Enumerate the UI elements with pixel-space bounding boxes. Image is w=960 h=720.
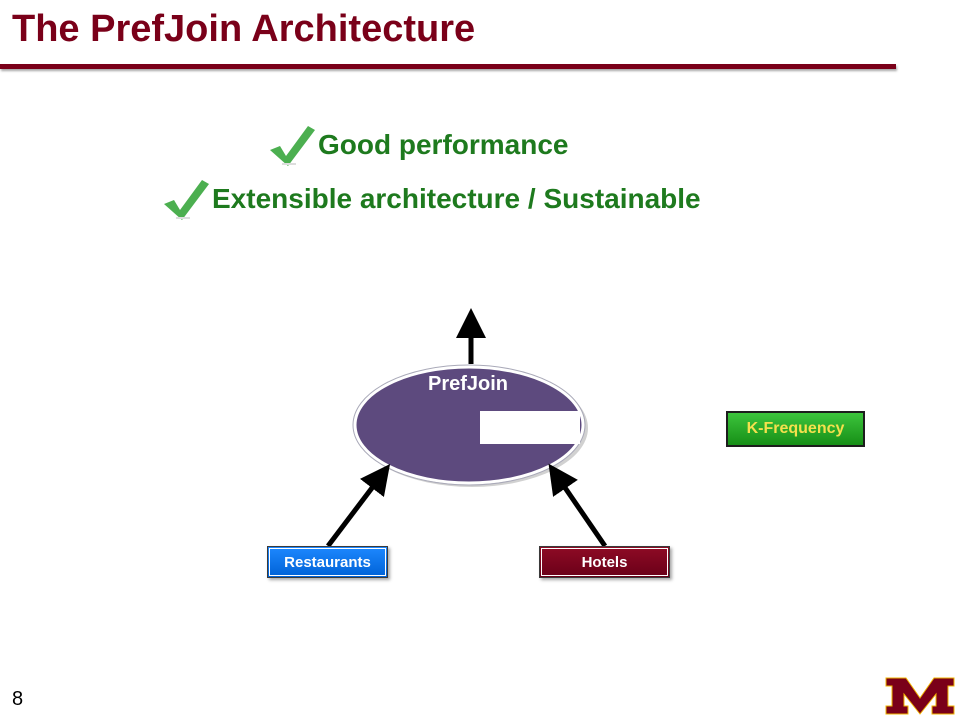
occluding-block (480, 411, 580, 444)
restaurants-box: Restaurants (267, 546, 388, 578)
prefjoin-node-outline (352, 364, 586, 486)
page-number: 8 (12, 688, 24, 710)
prefjoin-node (353, 365, 585, 485)
bullet-good-performance: Good performance (266, 122, 568, 168)
k-frequency-box: K-Frequency (726, 411, 865, 447)
title-underline (0, 64, 896, 69)
bullet-extensible-architecture: Extensible architecture / Sustainable (160, 176, 701, 222)
bullet-text: Good performance (318, 129, 569, 160)
check-icon (270, 126, 315, 166)
bullet-text: Extensible architecture / Sustainable (212, 183, 701, 214)
hotels-box: Hotels (539, 546, 670, 578)
check-icon (164, 180, 209, 220)
university-m-logo-icon (885, 677, 955, 715)
hotels-arrow (548, 463, 608, 548)
slide-title: The PrefJoin Architecture (12, 8, 476, 50)
restaurants-arrow (326, 464, 391, 548)
prefjoin-label: PrefJoin (427, 373, 509, 395)
